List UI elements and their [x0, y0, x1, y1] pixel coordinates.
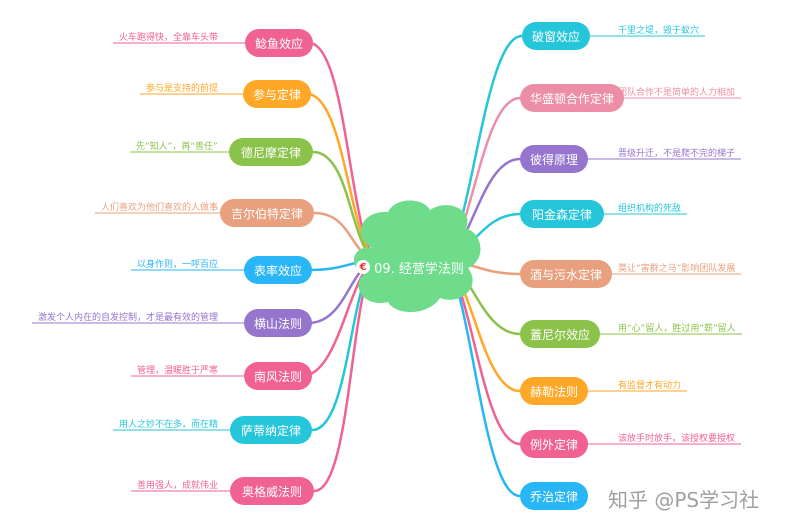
central-topic-title: 09. 经营学法则	[374, 261, 464, 277]
left-branch-description: 用人之妙不在多，而在精	[119, 420, 219, 430]
right-branch-description: 千里之堤，毁于蚁穴	[618, 26, 700, 36]
left-branch-node[interactable]: 吉尔伯特定律	[220, 199, 314, 227]
left-branch-node[interactable]: 德尼摩定律	[229, 138, 313, 166]
left-branch-description: 人们喜欢为他们喜欢的人做事	[101, 203, 219, 213]
euro-coin-icon: €	[356, 260, 371, 274]
right-branch-node[interactable]: 破窗效应	[522, 22, 591, 50]
left-branch-node[interactable]: 萨蒂纳定律	[230, 416, 312, 444]
right-branch-node[interactable]: 华盛顿合作定律	[520, 84, 625, 112]
left-branch-node[interactable]: 表率效应	[244, 256, 313, 284]
left-branch-description: 火车跑得快，全靠车头带	[119, 33, 219, 43]
right-branch-node[interactable]: 阳金森定律	[520, 200, 604, 228]
right-branch-node[interactable]: 赫勒法则	[520, 377, 589, 405]
right-branch-description: 用“心”留人，胜过用“薪”留人	[618, 324, 736, 334]
right-branch-description: 团队合作不是简单的人力相加	[618, 88, 736, 98]
left-branch-description: 参与是支持的前提	[146, 84, 219, 94]
right-branch-node[interactable]: 乔治定律	[520, 482, 589, 510]
left-branch-node[interactable]: 南风法则	[244, 362, 313, 390]
left-branch-description: 管理，温暖胜于严寒	[137, 366, 219, 376]
center-cloud-shape	[353, 200, 481, 313]
right-branch-description: 组织机构的死敌	[618, 204, 682, 214]
right-branch-node[interactable]: 酒与污水定律	[520, 260, 613, 288]
left-branch-node[interactable]: 横山法则	[244, 309, 313, 337]
right-branch-node[interactable]: 彼得原理	[520, 145, 589, 173]
right-branch-description: 莫让“害群之马”影响团队发展	[618, 264, 736, 274]
right-branch-node[interactable]: 例外定律	[520, 430, 589, 458]
left-branch-description: 先“知人”，再“善任”	[136, 142, 218, 152]
right-branch-node[interactable]: 蓋尼尔效应	[520, 320, 601, 348]
right-branch-description: 有监督才有动力	[618, 381, 682, 391]
left-branch-description: 激发个人内在的自发控制，才是最有效的管理	[38, 313, 219, 323]
right-branch-description: 晋级升迁，不是爬不完的梯子	[618, 149, 736, 159]
left-branch-description: 以身作则，一呼百应	[137, 260, 219, 270]
right-branch-description: 该放手时放手，该授权要授权	[618, 434, 736, 444]
left-branch-node[interactable]: 参与定律	[243, 80, 312, 108]
left-branch-node[interactable]: 鲶鱼效应	[245, 29, 314, 57]
left-branch-description: 善用强人，成就伟业	[137, 481, 219, 491]
left-branch-node[interactable]: 奥格威法则	[230, 477, 314, 505]
watermark: 知乎 @PS学习社	[608, 488, 760, 512]
central-topic[interactable]: € 09. 经营学法则	[350, 232, 470, 302]
